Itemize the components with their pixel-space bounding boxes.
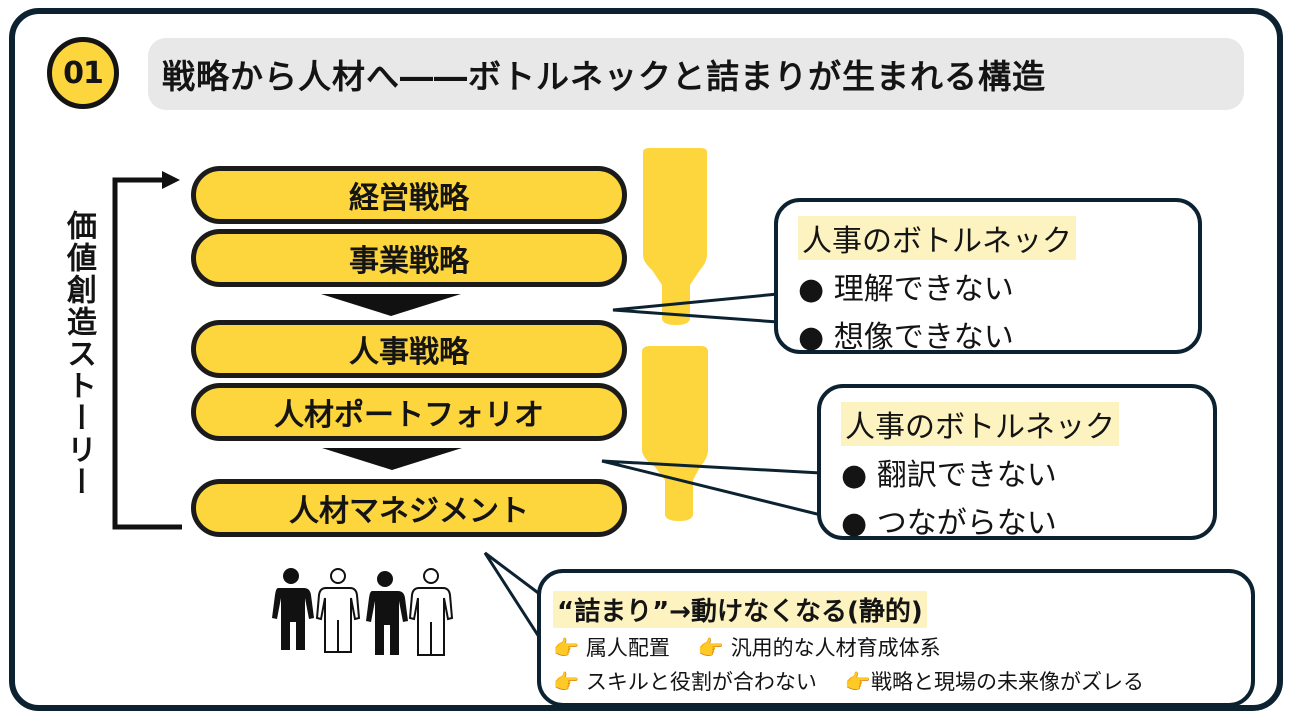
bullet-icon: ● [798, 320, 825, 355]
step-hr-strategy: 人事戦略 [191, 320, 627, 378]
bottleneck-bottle-icon [642, 346, 708, 521]
pointing-hand-icon: 👉 [697, 636, 724, 660]
congestion-item: 👉 スキルと役割が合わない [553, 666, 817, 696]
callout-item: ● 理解できない [798, 264, 1198, 308]
congestion-item-text: 戦略と現場の未来像がズレる [871, 670, 1144, 694]
congestion-item-text: 汎用的な人材育成体系 [730, 636, 941, 660]
bullet-icon: ● [798, 272, 825, 307]
callout-pointer-line [601, 459, 822, 517]
callout-item-text: つながらない [876, 506, 1057, 541]
step-talent-portfolio: 人材ポートフォリオ [191, 383, 627, 441]
congestion-row: 👉 スキルと役割が合わない 👉戦略と現場の未来像がズレる [553, 666, 1251, 696]
person-outline-icon [315, 568, 361, 653]
congestion-item: 👉 汎用的な人材育成体系 [698, 632, 941, 662]
bottleneck-callout-1: 人事のボトルネック ● 理解できない ● 想像できない [774, 198, 1202, 356]
callout-item-text: 想像できない [833, 320, 1014, 355]
congestion-callout: “詰まり”→動けなくなる(静的) 👉 属人配置 👉 汎用的な人材育成体系 👉 ス… [537, 569, 1255, 707]
callout-title: 人事のボトルネック [798, 216, 1076, 260]
down-arrow-icon [322, 448, 462, 470]
step-business-strategy: 事業戦略 [191, 229, 627, 287]
loop-arrowhead-icon [162, 171, 180, 189]
person-filled-icon [272, 568, 314, 650]
person-filled-icon [366, 571, 408, 655]
person-outline-icon [408, 568, 454, 656]
callout-item: ● 想像できない [798, 312, 1198, 356]
bullet-icon: ● [841, 506, 868, 541]
callout-pointer-line [483, 551, 543, 641]
section-number-badge: 01 [47, 37, 119, 109]
congestion-item-text: 属人配置 [585, 636, 670, 660]
pointing-hand-icon: 👉 [553, 636, 580, 660]
bottleneck-bottle-icon [643, 148, 707, 325]
callout-item: ● つながらない [841, 498, 1213, 542]
pointing-hand-icon: 👉 [844, 670, 871, 694]
congestion-item: 👉戦略と現場の未来像がズレる [845, 666, 1144, 696]
congestion-item: 👉 属人配置 [553, 632, 670, 662]
page-title-text: 戦略から人材へ――ボトルネックと詰まりが生まれる構造 [162, 57, 1046, 96]
callout-item: ● 翻訳できない [841, 450, 1213, 494]
step-talent-management: 人材マネジメント [191, 479, 627, 537]
bullet-icon: ● [841, 458, 868, 493]
callout-item-text: 理解できない [833, 272, 1014, 307]
value-creation-story-label: 価値創造ストーリー [61, 210, 96, 498]
congestion-item-text: スキルと役割が合わない [585, 670, 817, 694]
callout-item-text: 翻訳できない [876, 458, 1057, 493]
pointing-hand-icon: 👉 [553, 670, 580, 694]
page-title: 戦略から人材へ――ボトルネックと詰まりが生まれる構造 [148, 38, 1244, 110]
step-management-strategy: 経営戦略 [191, 166, 627, 224]
congestion-title: “詰まり”→動けなくなる(静的) [553, 591, 927, 628]
down-arrow-icon [321, 294, 461, 316]
callout-title: 人事のボトルネック [841, 402, 1119, 446]
loop-bracket-line [112, 177, 182, 530]
congestion-row: 👉 属人配置 👉 汎用的な人材育成体系 [553, 632, 1251, 662]
callout-pointer-line [612, 292, 779, 324]
bottleneck-callout-2: 人事のボトルネック ● 翻訳できない ● つながらない [817, 384, 1217, 542]
